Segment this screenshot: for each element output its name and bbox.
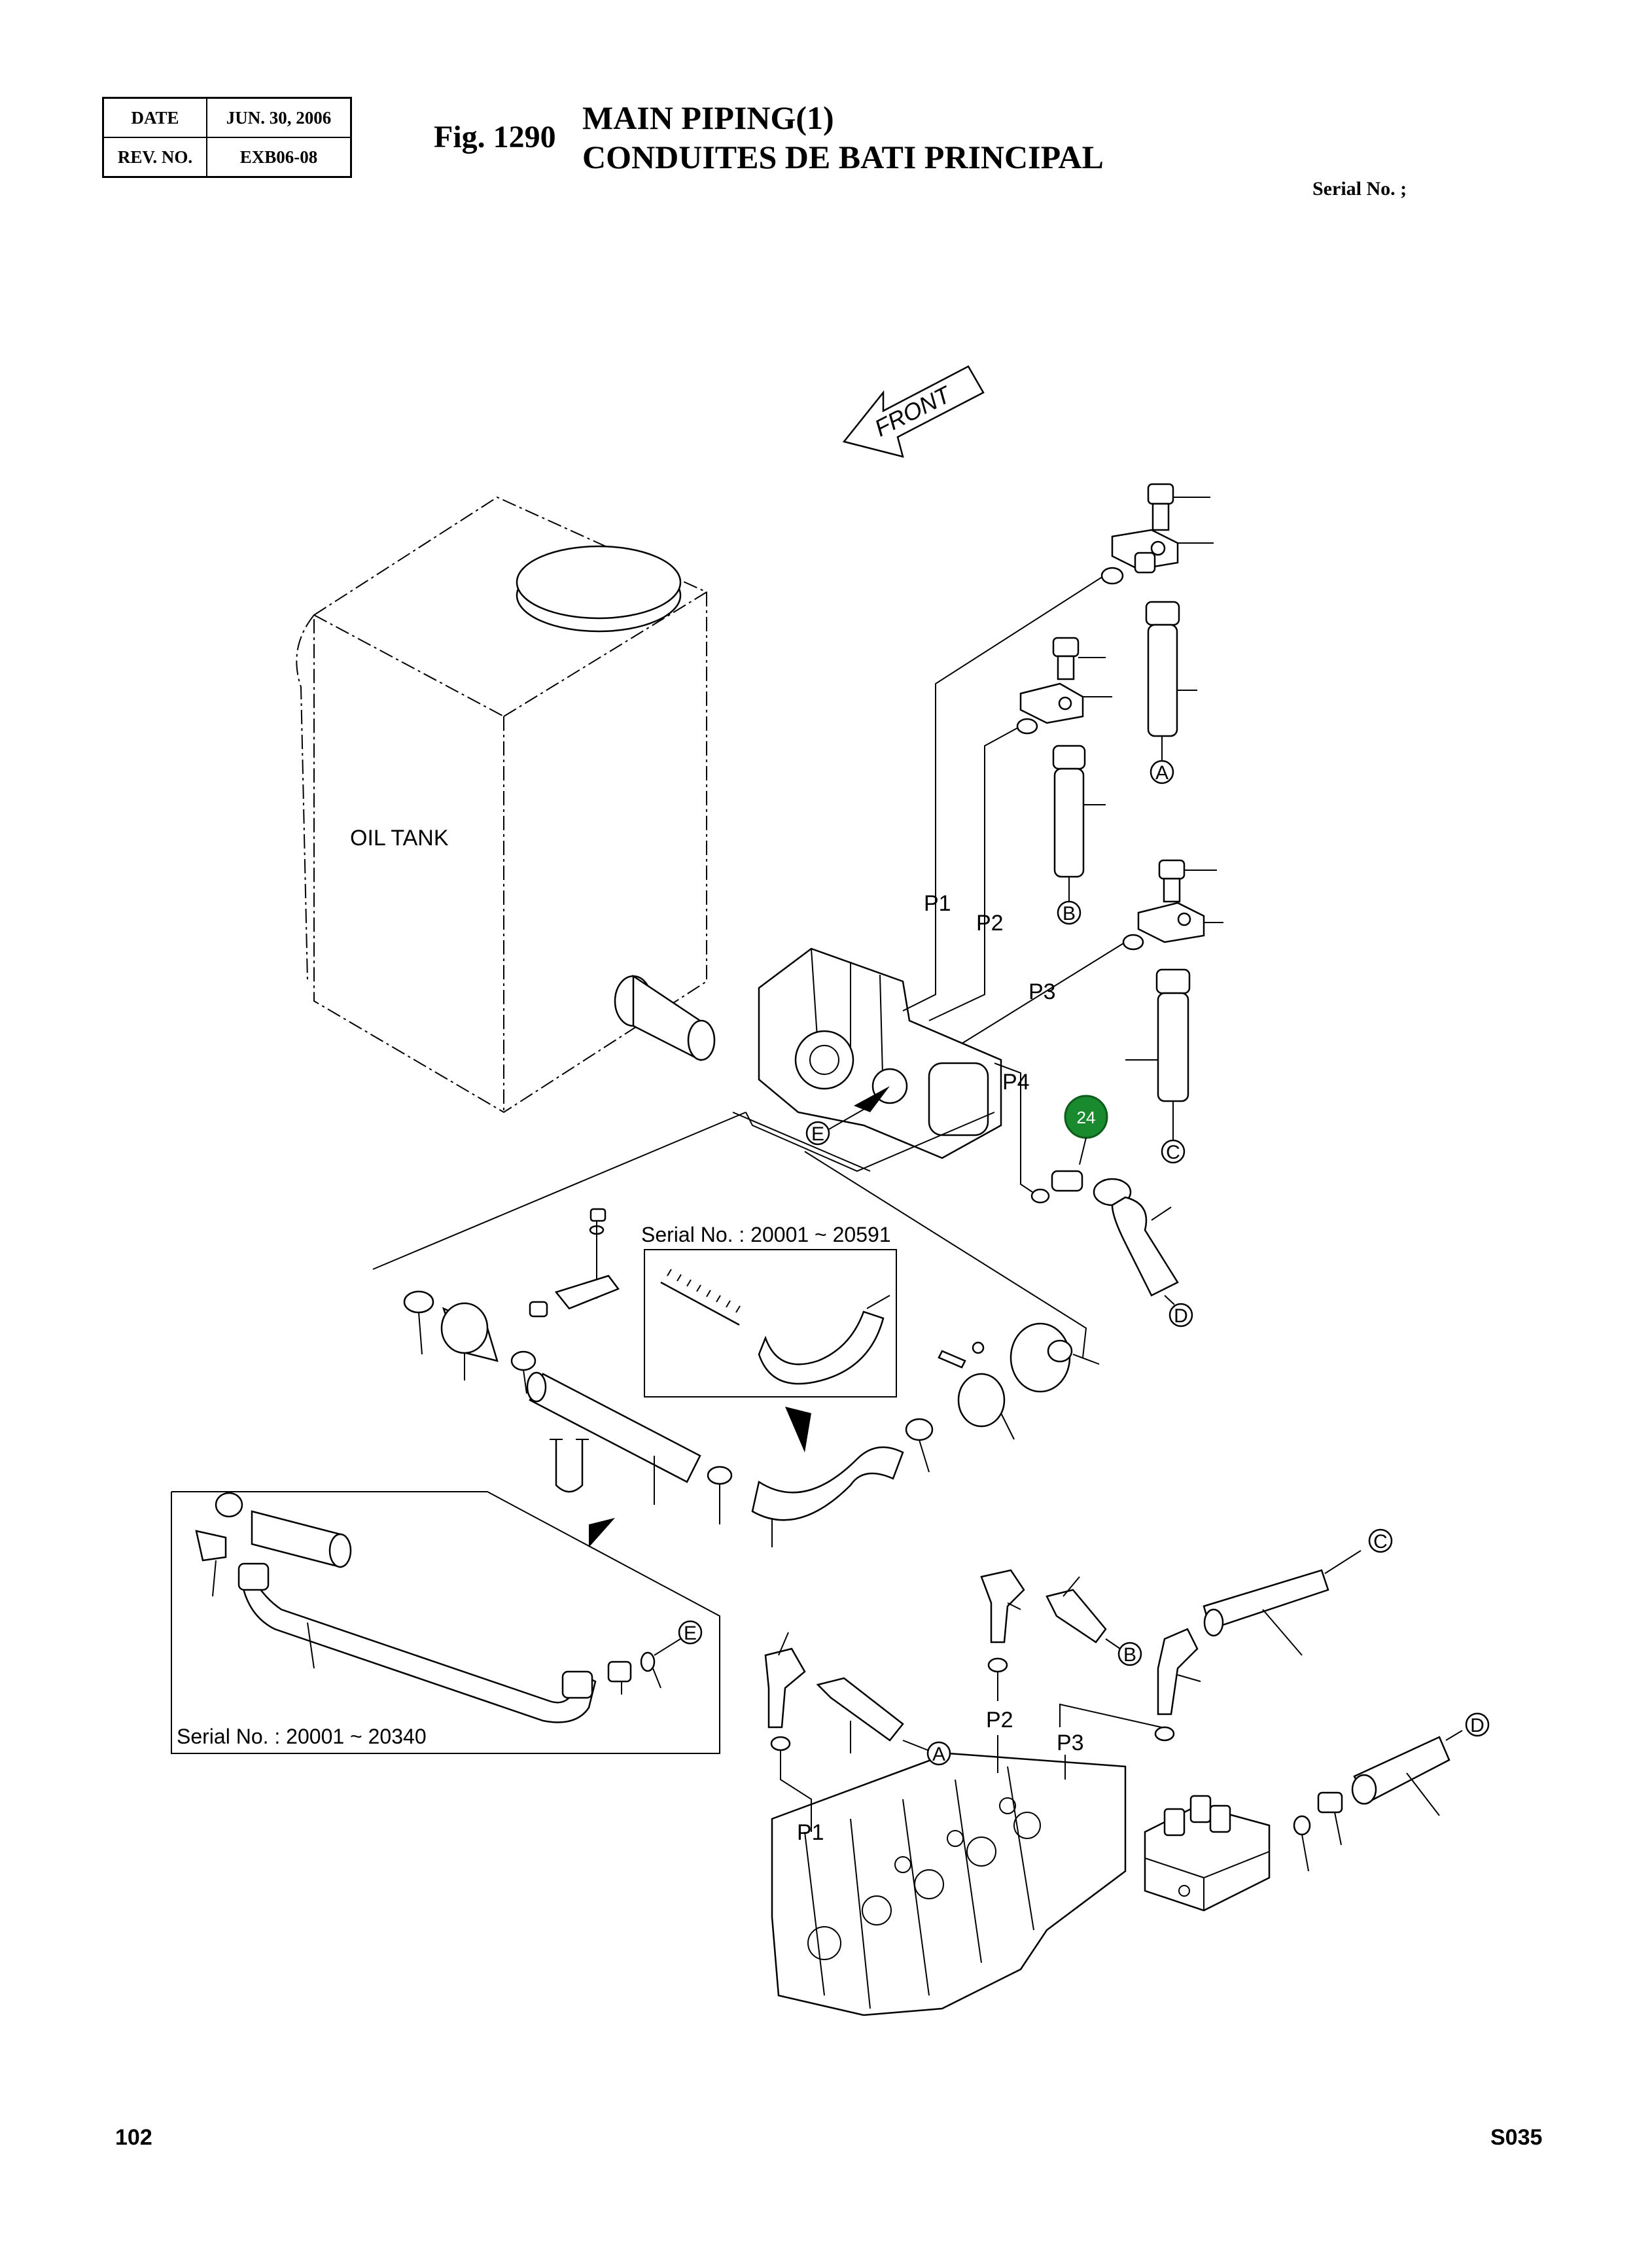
oil-tank-label: OIL TANK [350, 826, 449, 851]
serial-number-label: Serial No. ; [1312, 178, 1407, 200]
page-code: S035 [1490, 2125, 1543, 2150]
inset-2-label: Serial No. : 20001 ~ 20340 [177, 1725, 427, 1748]
ref-c-lower: C [1373, 1531, 1388, 1553]
ref-a-upper: A [1155, 762, 1169, 784]
inset-box-2: Serial No. : 20001 ~ 20340 E [171, 1491, 720, 1754]
date-label: DATE [102, 97, 207, 138]
p2-label-lower: P2 [986, 1708, 1013, 1732]
p1-label-lower: P1 [797, 1820, 824, 1845]
page-number: 102 [115, 2125, 152, 2150]
inset-box-1: Serial No. : 20001 ~ 20591 [641, 1223, 897, 1397]
ref-a-lower: A [932, 1744, 945, 1765]
figure-number: Fig. 1290 [434, 120, 556, 154]
p2-label-upper: P2 [976, 911, 1004, 936]
p3-label-lower: P3 [1057, 1731, 1084, 1755]
p3-label-upper: P3 [1028, 979, 1056, 1004]
lower-pipes: A P1 P2 B P3 C D [764, 1528, 1490, 1872]
rev-label: REV. NO. [102, 137, 207, 178]
inset-1-label: Serial No. : 20001 ~ 20591 [641, 1223, 891, 1246]
date-value: JUN. 30, 2006 [206, 97, 352, 138]
ref-b-lower: B [1123, 1644, 1136, 1666]
fitting-group-d: 24 D [1030, 1095, 1193, 1327]
revision-table: DATE JUN. 30, 2006 REV. NO. EXB06-08 [102, 97, 352, 178]
oil-tank: OIL TANK [296, 496, 716, 1114]
ref-e-lower: E [684, 1623, 697, 1644]
fitting-group-a: A [1100, 483, 1214, 784]
p4-label-upper: P4 [1002, 1070, 1030, 1095]
ref-d-upper: D [1174, 1305, 1188, 1327]
ref-b-upper: B [1063, 903, 1076, 924]
page-subtitle: CONDUITES DE BATI PRINCIPAL [582, 139, 1104, 175]
callout-24-label: 24 [1077, 1108, 1096, 1127]
front-arrow: FRONT [842, 365, 985, 458]
ref-d-lower: D [1470, 1715, 1485, 1736]
ref-e-upper: E [811, 1123, 824, 1145]
fitting-group-c: C [1122, 859, 1223, 1164]
hydraulic-pump [732, 947, 1002, 1172]
p1-label-upper: P1 [924, 891, 951, 916]
suction-assembly [372, 1112, 1100, 1547]
ref-c-upper: C [1166, 1142, 1180, 1163]
pressure-lines-upper: P1 P2 P3 P4 [902, 570, 1126, 1198]
manifold-block [1144, 1795, 1271, 1912]
control-valve [771, 1752, 1127, 2016]
ref-e-upper-group: E [805, 1086, 890, 1146]
page-title: MAIN PIPING(1) [582, 99, 834, 136]
fitting-group-b: B [1016, 637, 1112, 925]
rev-value: EXB06-08 [206, 137, 352, 178]
